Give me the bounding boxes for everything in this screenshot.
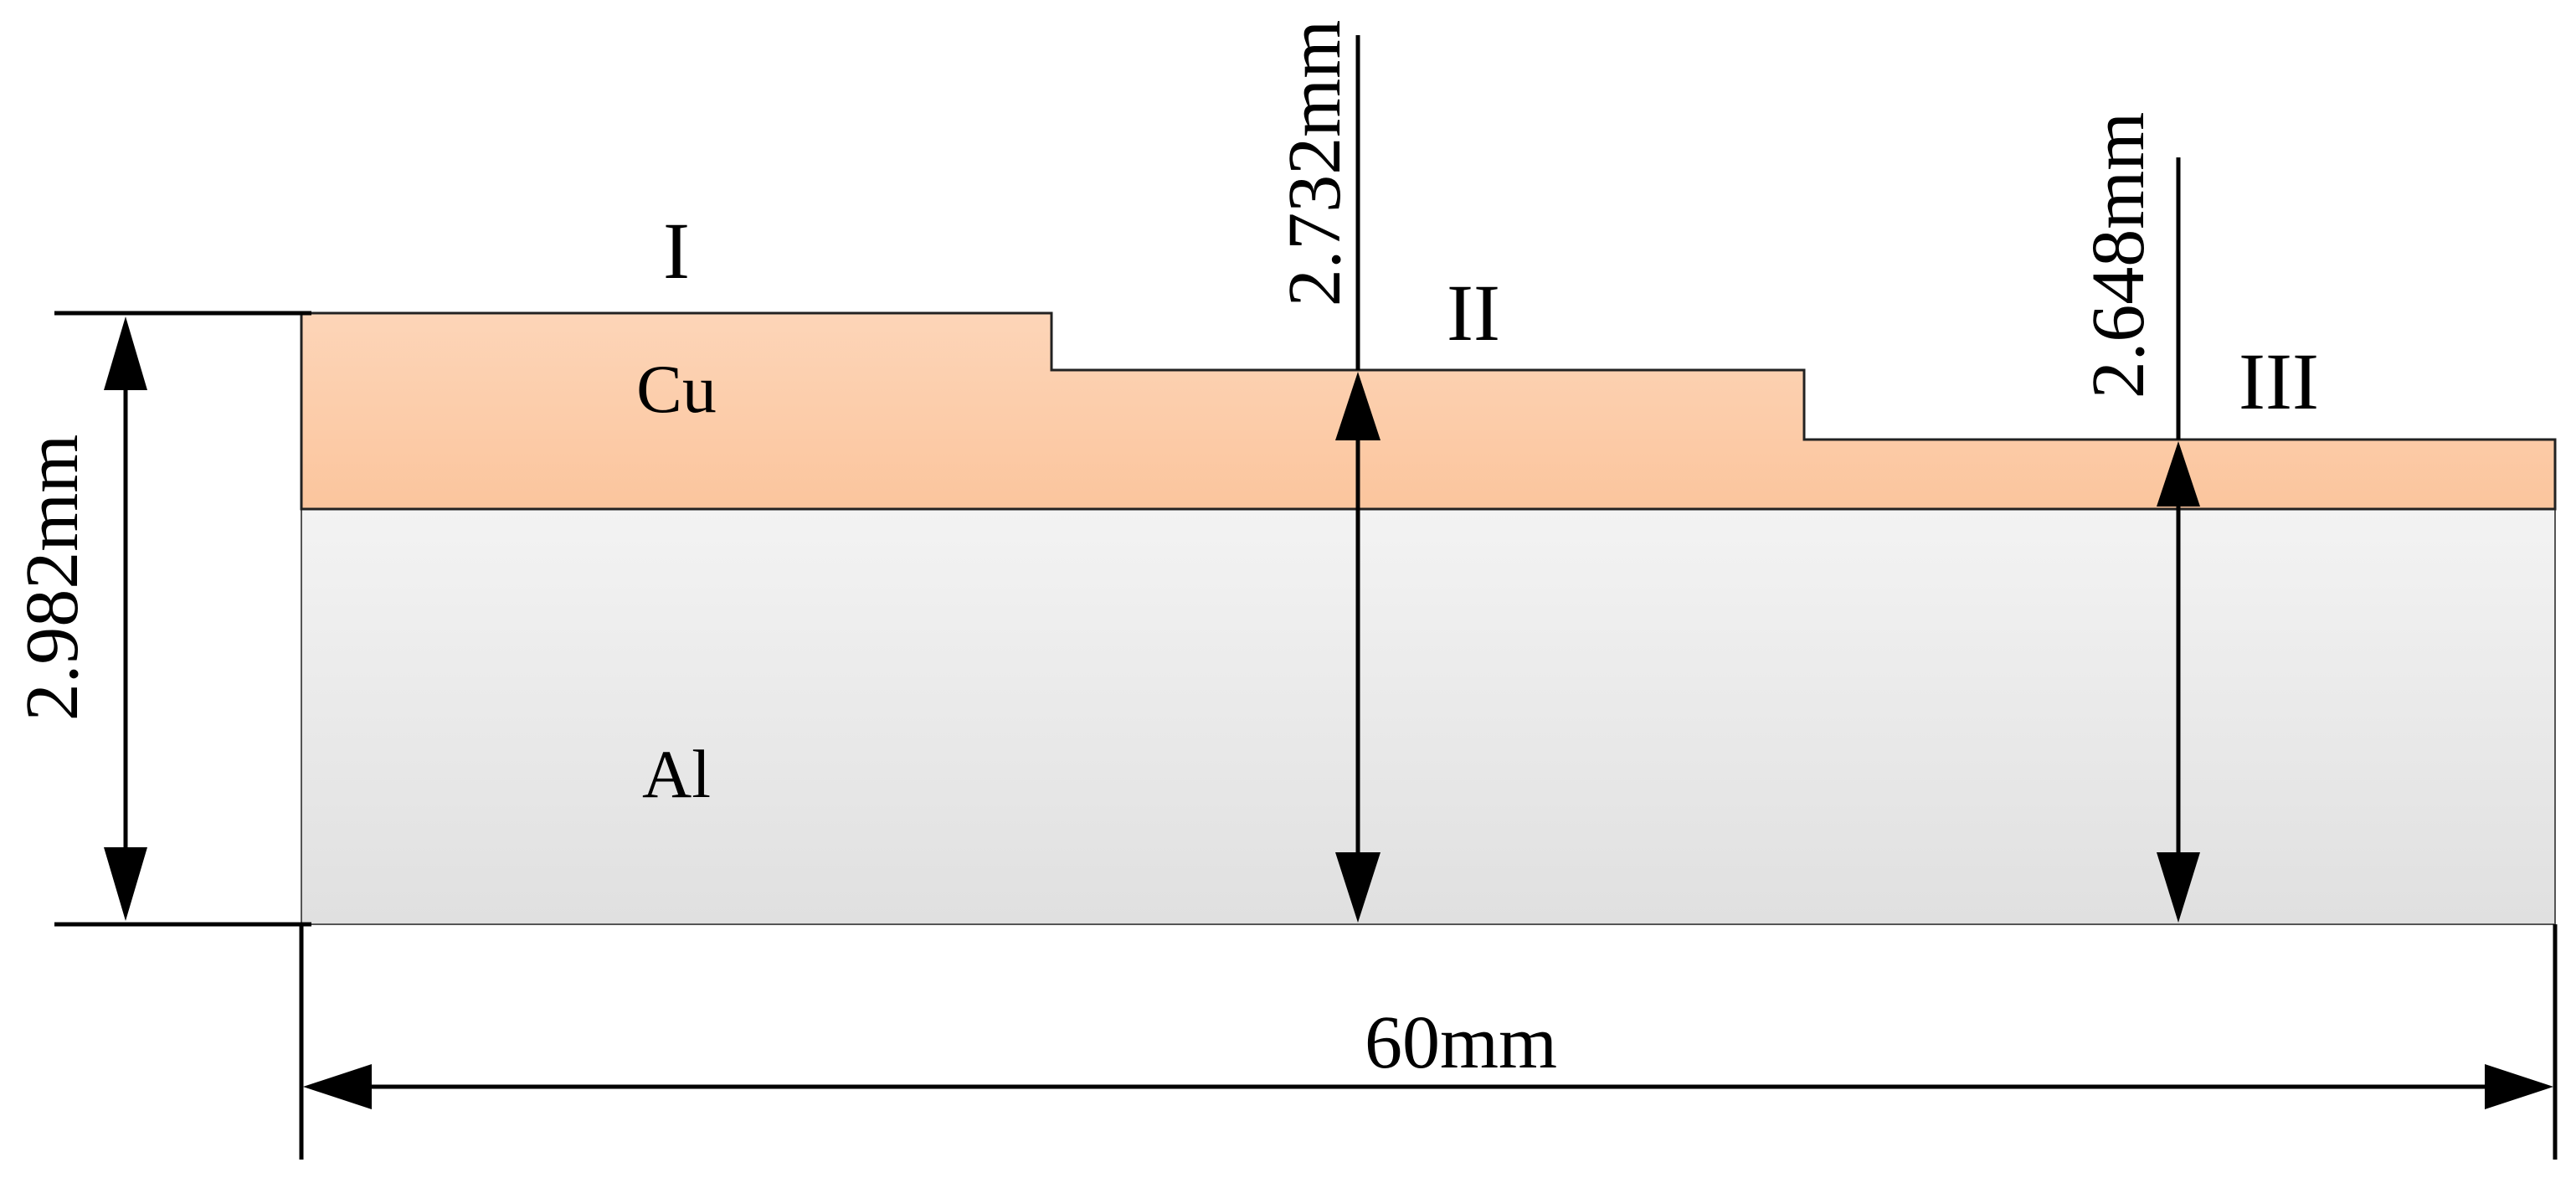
copper-label: Cu bbox=[636, 351, 717, 427]
total-thickness-text: 2.982mm bbox=[11, 435, 94, 722]
aluminum-layer bbox=[301, 508, 2556, 925]
aluminum-label: Al bbox=[642, 736, 711, 812]
region-3-thickness-dimension bbox=[2157, 157, 2200, 923]
total-thickness-dimension bbox=[54, 311, 311, 927]
region-2-thickness-dimension bbox=[1335, 35, 1381, 923]
region-2-thickness-text: 2.732mm bbox=[1273, 20, 1356, 307]
region-3-label: III bbox=[2239, 337, 2319, 426]
region-1-label: I bbox=[663, 206, 690, 296]
length-dimension bbox=[299, 924, 2558, 1160]
region-3-thickness-text: 2.648mm bbox=[2077, 112, 2160, 399]
region-2-label: II bbox=[1447, 268, 1500, 357]
total-length-text: 60mm bbox=[1365, 1001, 1557, 1084]
